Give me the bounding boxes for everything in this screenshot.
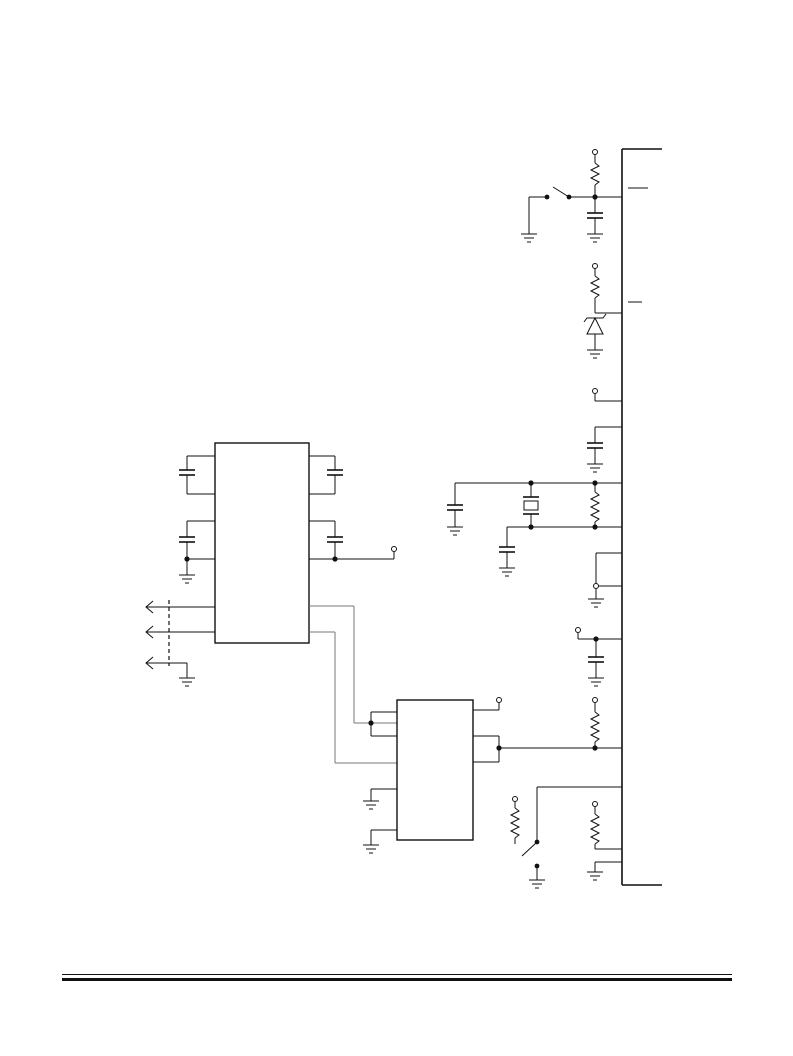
ground-symbol [587, 233, 603, 243]
charge-pump-capacitors [179, 455, 397, 584]
pullup-resistor [499, 697, 622, 751]
zener-diode-icon [583, 313, 607, 335]
ground-symbol [521, 233, 537, 243]
transceiver-ic-lower [363, 697, 502, 854]
ground-symbol [587, 349, 603, 359]
supply-capacitor [575, 627, 622, 687]
oscillator-circuit [447, 480, 622, 577]
pushbutton-circuit [509, 786, 622, 889]
decoupling-capacitor [587, 426, 622, 473]
supply-pin [592, 388, 622, 402]
bottom-resistor [587, 801, 622, 881]
ground-pins [588, 552, 622, 608]
bus-outputs [145, 600, 215, 687]
ic-interconnect [309, 605, 397, 764]
footer-rule-thick [62, 978, 732, 981]
microcontroller-ic [621, 148, 662, 886]
footer-rule-thin [62, 974, 732, 975]
zener-circuit [583, 263, 622, 359]
reset-circuit [521, 149, 622, 243]
crystal-icon [523, 483, 539, 527]
interface-ic-upper [214, 442, 310, 644]
